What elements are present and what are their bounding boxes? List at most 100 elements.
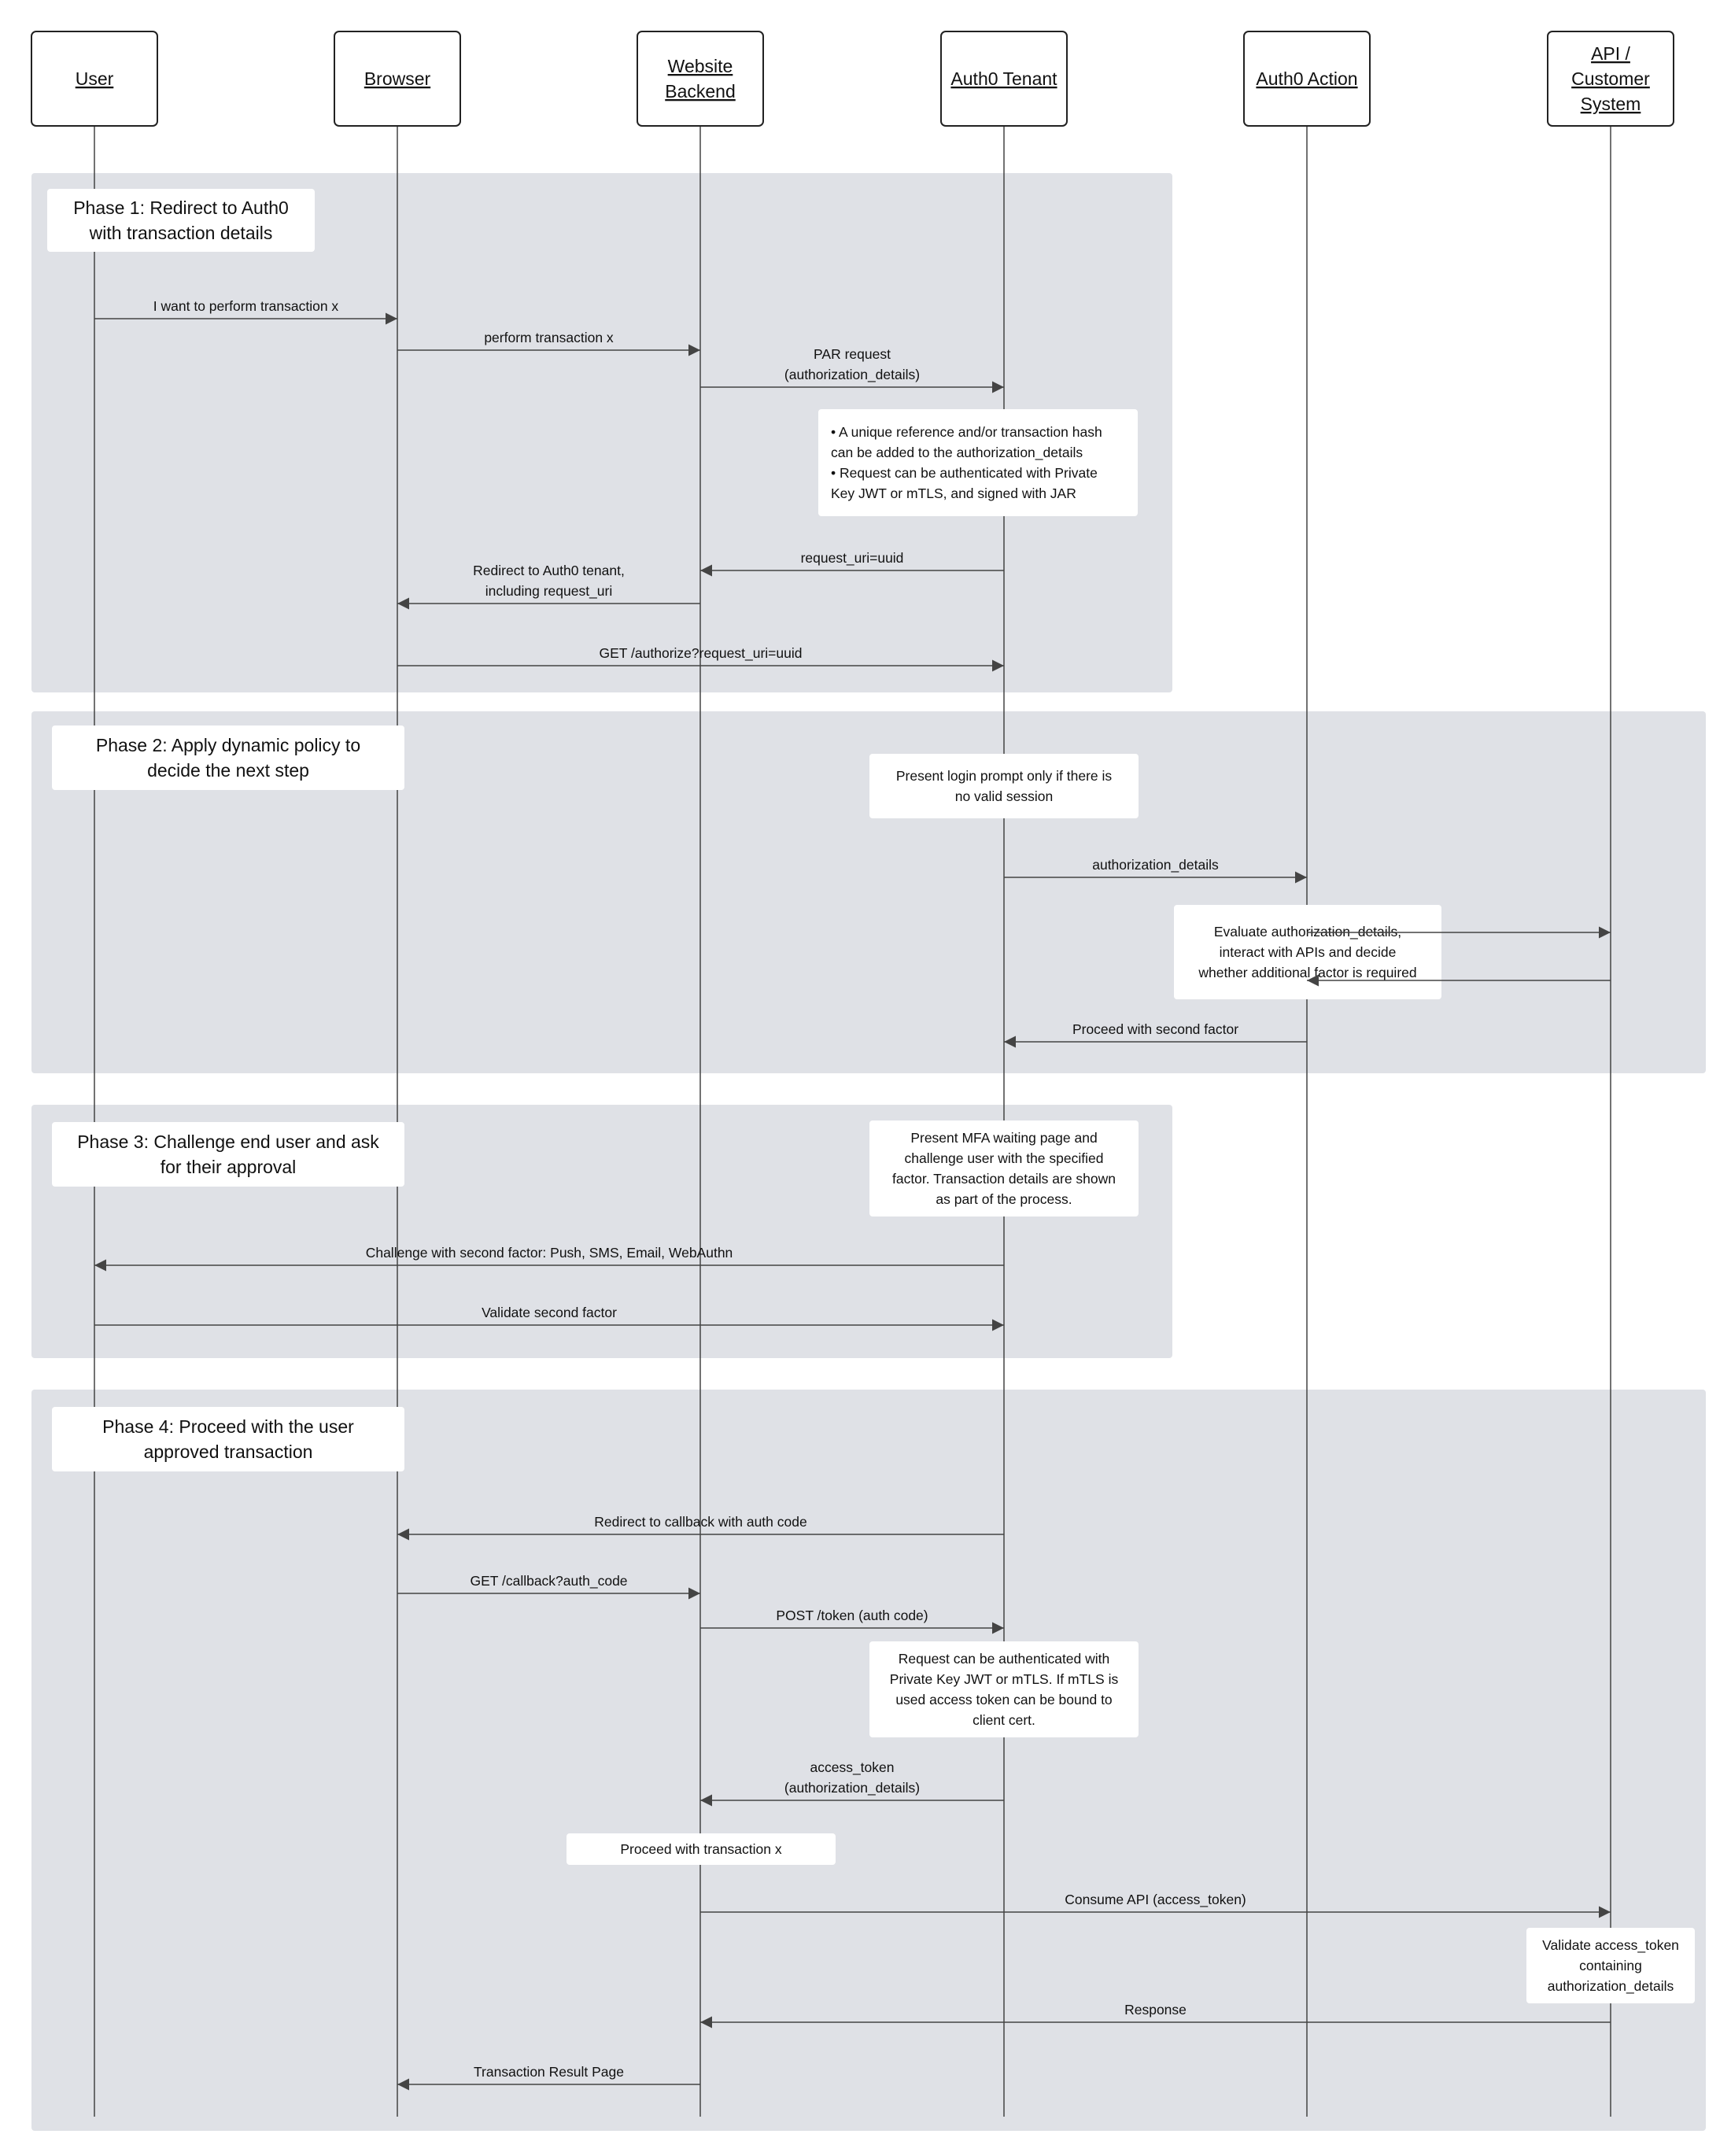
phase-2-label-box [52, 725, 404, 790]
note-5-line-line-1: Private Key JWT or mTLS. If mTLS is [890, 1671, 1119, 1687]
message-19: Transaction Result Page [397, 2064, 700, 2091]
note-5-box [869, 1641, 1139, 1737]
message-4: request_uri=uuid [700, 550, 1004, 577]
message-5: Redirect to Auth0 tenant, including reque… [397, 563, 700, 610]
note-4-line-line-2: factor. Transaction details are shown [892, 1171, 1116, 1187]
note-1-line-2: • Request can be authenticated with Priv… [831, 465, 1098, 481]
actor-api-label-line-0: API / [1591, 43, 1630, 64]
note-3-box [1174, 905, 1441, 999]
phase-1-background [31, 173, 1172, 692]
note-2-line-line-1: no valid session [955, 788, 1054, 804]
message-17-label-line-0: Consume API (access_token) [1065, 1892, 1246, 1908]
message-2: perform transaction x [397, 330, 700, 356]
message-2-label-line-0: perform transaction x [484, 330, 614, 345]
note-7-line-line-2: authorization_details [1548, 1978, 1674, 1995]
phase-4-background [31, 1390, 1706, 2131]
note-1: • A unique reference and/or transaction … [818, 409, 1138, 516]
note-6-line-line-0: Proceed with transaction x [620, 1841, 781, 1857]
message-11: Challenge with second factor: Push, SMS,… [94, 1245, 1004, 1272]
message-16-label-line-0: access_token [810, 1759, 894, 1776]
actor-action-box [1243, 31, 1371, 127]
note-5-line-line-2: used access token can be bound to [895, 1692, 1112, 1707]
phase-4-label-box [52, 1407, 404, 1471]
note-7-box [1526, 1928, 1695, 2003]
message-14: GET /callback?auth_code [397, 1573, 700, 1600]
actor-tenant-box [940, 31, 1068, 127]
note-1-line-0: • A unique reference and/or transaction … [831, 424, 1102, 440]
note-2: Present login prompt only if there is no … [869, 754, 1139, 818]
message-15: POST /token (auth code) [700, 1608, 1004, 1634]
actor-tenant: Auth0 Tenant [940, 31, 1068, 127]
message-1-label-line-0: I want to perform transaction x [153, 298, 339, 314]
message-18: Response [700, 2002, 1611, 2029]
message-11-label-line-0: Challenge with second factor: Push, SMS,… [366, 1245, 733, 1261]
actor-browser-box [334, 31, 461, 127]
message-17: Consume API (access_token) [700, 1892, 1611, 1918]
note-4-line-line-3: as part of the process. [936, 1191, 1072, 1207]
message-19-label-line-0: Transaction Result Page [474, 2064, 624, 2080]
note-3: Evaluate authorization_details,interact … [1174, 905, 1441, 999]
actor-action: Auth0 Action [1243, 31, 1371, 127]
note-3-line-line-1: interact with APIs and decide [1220, 944, 1397, 960]
actor-api-box [1547, 31, 1674, 127]
note-4: Present MFA waiting page and challenge us… [869, 1120, 1139, 1216]
message-12-label-line-0: Validate second factor [482, 1305, 617, 1320]
message-1: I want to perform transaction x [94, 298, 397, 325]
actor-backend-label-line-1: Backend [665, 81, 736, 102]
actor-browser-label-line-0: Browser [364, 68, 431, 89]
actor-backend-box [637, 31, 764, 127]
phase-2-label-text-line-0: Phase 2: Apply dynamic policy to [96, 735, 360, 755]
message-6-label-line-0: GET /authorize?request_uri=uuid [600, 645, 803, 662]
message-10: Proceed with second factor [1004, 1021, 1307, 1048]
notes: • A unique reference and/or transaction … [567, 409, 1695, 2003]
message-6: GET /authorize?request_uri=uuid [397, 645, 1004, 672]
phase-2-label: Phase 2: Apply dynamic policy to decide t… [52, 725, 404, 790]
actor-api-label-line-2: System [1581, 94, 1641, 114]
message-7-label-line-0: authorization_details [1092, 857, 1219, 873]
note-1-box [818, 409, 1138, 516]
message-5-label-line-0: Redirect to Auth0 tenant, [473, 563, 625, 578]
note-7-line-line-0: Validate access_token [1542, 1937, 1679, 1954]
message-3-label-line-0: PAR request [814, 346, 891, 362]
actor-action-label-line-0: Auth0 Action [1256, 68, 1357, 89]
messages: I want to perform transaction x perform t… [94, 298, 1611, 2091]
note-5: Request can be authenticated withPrivate… [869, 1641, 1139, 1737]
phase-2-label-text-line-1: decide the next step [147, 760, 309, 781]
note-5-line-line-3: client cert. [973, 1712, 1035, 1728]
phase-1-label-text-line-1: with transaction details [89, 223, 273, 243]
message-15-label-line-0: POST /token (auth code) [776, 1608, 928, 1623]
note-4-line-line-1: challenge user with the specified [905, 1150, 1104, 1166]
actor-backend-label-line-0: Website [668, 56, 733, 76]
message-4-label-line-0: request_uri=uuid [801, 550, 904, 567]
phase-3-label-text-line-0: Phase 3: Challenge end user and ask [77, 1132, 379, 1152]
phase-4-label-text-line-1: approved transaction [144, 1442, 313, 1462]
message-3: PAR request(authorization_details) [700, 346, 1004, 393]
actor-browser: Browser [334, 31, 461, 127]
note-3-line-line-2: whether additional factor is required [1198, 965, 1416, 980]
message-18-label-line-0: Response [1124, 2002, 1187, 2018]
actor-user-box [31, 31, 158, 127]
note-1-line-3: Key JWT or mTLS, and signed with JAR [831, 485, 1076, 501]
message-13-label-line-0: Redirect to callback with auth code [594, 1514, 806, 1530]
message-16-label-line-1: (authorization_details) [784, 1780, 920, 1796]
actor-api-label-line-1: Customer [1571, 68, 1650, 89]
note-2-box [869, 754, 1139, 818]
note-4-box [869, 1120, 1139, 1216]
note-7: Validate access_token containing authoriza… [1526, 1928, 1695, 2003]
note-2-line-line-0: Present login prompt only if there is [896, 768, 1113, 784]
message-5-label-line-1: including request_uri [485, 583, 613, 600]
phase-3-label-box [52, 1122, 404, 1187]
message-10-label-line-0: Proceed with second factor [1072, 1021, 1238, 1037]
note-7-line-line-1: containing [1579, 1958, 1642, 1973]
note-6: Proceed with transaction x [567, 1833, 836, 1865]
note-4-line-line-0: Present MFA waiting page and [910, 1130, 1097, 1146]
message-12: Validate second factor [94, 1305, 1004, 1331]
actor-user: User [31, 31, 158, 127]
